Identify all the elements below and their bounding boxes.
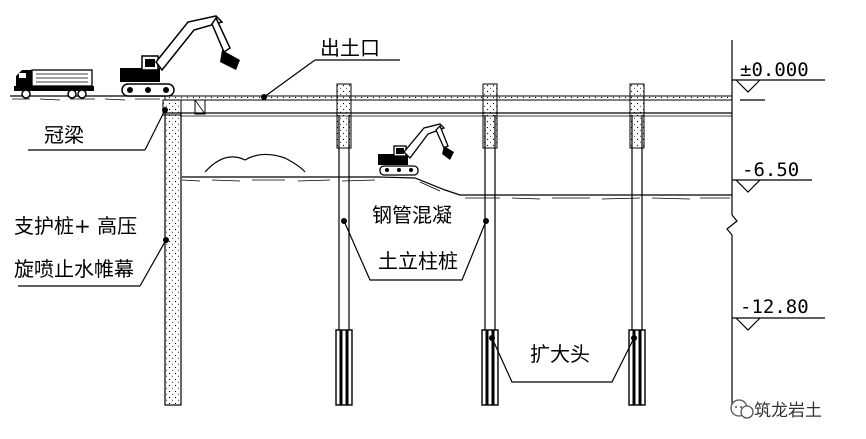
level-marker-ground <box>732 79 825 101</box>
dump-truck-icon <box>14 69 94 99</box>
watermark-logo-icon <box>730 399 754 419</box>
crown-beam-label: 冠梁 <box>44 123 84 147</box>
crown-beam-leader <box>28 107 168 151</box>
steel-column-1 <box>335 83 353 406</box>
soil-mound <box>204 153 306 173</box>
excavation-level-line <box>181 176 732 200</box>
watermark-text: 筑龙岩土 <box>754 401 822 421</box>
steel-column-label-line2: 土立柱桩 <box>378 249 458 273</box>
excavator-icon <box>120 15 240 97</box>
steel-column-label-line1: 钢管混凝 <box>372 203 452 227</box>
support-pile-label-line2: 旋喷止水帷幕 <box>14 257 134 281</box>
level-bottom-text: -12.80 <box>740 296 809 318</box>
steel-column-leader <box>341 218 489 281</box>
right-boundary <box>726 40 738 405</box>
enlarged-head-label: 扩大头 <box>530 342 590 366</box>
top-slab <box>164 95 733 117</box>
level-mid-text: -6.50 <box>742 159 799 181</box>
enlarged-head-leader <box>489 335 637 383</box>
level-marker-bottom <box>732 317 825 331</box>
level-ground-text: ±0.000 <box>740 59 809 81</box>
support-pile-leader <box>18 237 169 287</box>
outlet-leader <box>261 59 400 100</box>
steel-column-3 <box>628 83 646 406</box>
support-pile-label-line1: 支护桩+ 高压 <box>14 214 137 238</box>
support-pile <box>164 112 182 406</box>
level-marker-mid <box>732 179 812 193</box>
steel-column-2 <box>481 83 499 406</box>
outlet-label: 出土口 <box>320 36 380 60</box>
pit-excavator-icon <box>378 123 454 176</box>
